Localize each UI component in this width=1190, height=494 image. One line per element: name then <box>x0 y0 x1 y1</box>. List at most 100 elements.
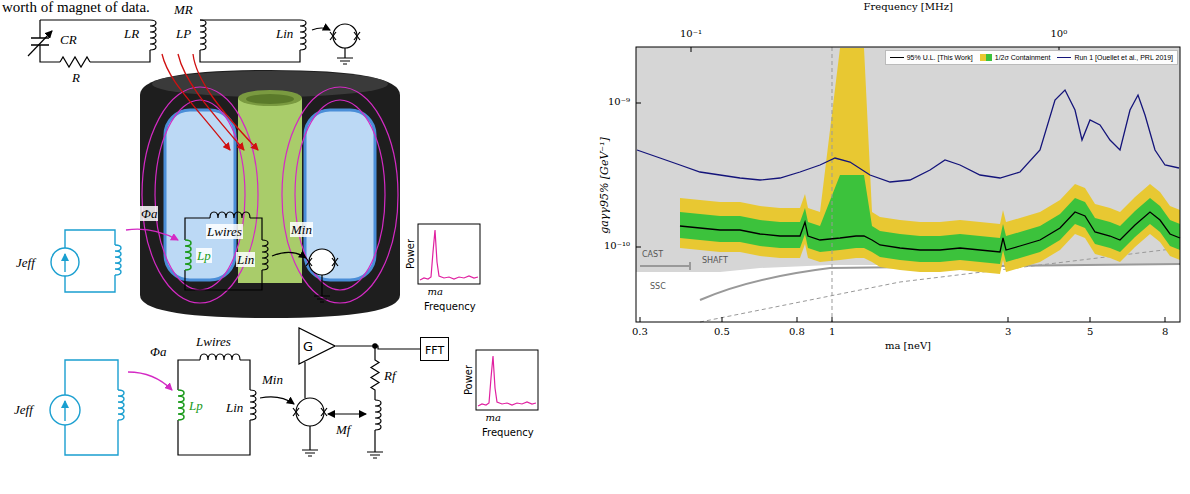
pickup-circuit-part <box>262 240 268 270</box>
magnetic-field-lines-part <box>295 100 385 290</box>
source-circuit <box>51 230 121 292</box>
exclusion-plot-part <box>636 47 1180 322</box>
mutual-inductance-label: Mf <box>336 422 350 437</box>
capacitor-label: CR <box>60 32 77 47</box>
resonator-circuit-part <box>300 20 306 50</box>
pickup-circuit-part <box>250 390 256 420</box>
pickup-circuit-part <box>178 360 250 455</box>
exclusion-plot-part <box>636 47 1165 322</box>
squid-readout-part <box>304 362 305 398</box>
legend-item: 95% U.L. [This Work] <box>890 53 973 62</box>
axis-label: Frequency <box>424 301 476 313</box>
mutual-inductance-label: MR <box>174 2 193 17</box>
box-label: FFT <box>425 344 444 357</box>
amplifier-outline <box>299 328 335 364</box>
resonator-circuit-part <box>312 28 330 30</box>
source-circuit <box>50 360 124 455</box>
exclusion-plot-part <box>680 48 1180 274</box>
squid-readout-part <box>328 413 366 414</box>
flux-lines-part <box>178 54 244 150</box>
squid-readout-part <box>371 346 379 400</box>
current-source-label: Jeff <box>16 255 35 270</box>
tick-label: 0.8 <box>789 326 805 338</box>
inductor-label: Lwires <box>196 334 231 349</box>
tick-label: 5 <box>1087 326 1093 338</box>
flux-label: Φa <box>140 206 158 221</box>
tick-label: 10⁰ <box>1051 28 1068 40</box>
amplifier-triangle: G <box>298 327 336 365</box>
flux-lines <box>162 54 258 150</box>
resonator-circuit-part <box>330 32 360 40</box>
flux-arrow <box>126 229 178 240</box>
toroid-housing-part <box>165 110 235 280</box>
pickup-coil-label: Lp <box>196 248 212 263</box>
pickup-circuit-part <box>185 240 191 270</box>
exclusion-plot <box>636 47 1180 322</box>
toroid-housing-part <box>238 90 302 106</box>
source-circuit-part <box>65 230 115 292</box>
source-circuit-part <box>65 360 118 455</box>
resonator-circuit-part <box>337 48 353 64</box>
caption-fragment: worth of magnet of data. <box>2 0 150 15</box>
source-circuit-part <box>115 245 121 275</box>
squid-readout-part <box>367 430 383 458</box>
axis-label: Power <box>463 365 475 395</box>
pickup-circuit <box>178 354 294 455</box>
tick-label: 0.3 <box>632 326 648 338</box>
resonator-circuit-part <box>333 24 357 48</box>
tick-label: 3 <box>1005 326 1011 338</box>
toroid-housing-part <box>305 110 375 280</box>
inductor-label: LR <box>124 26 139 41</box>
source-circuit-part <box>50 395 80 425</box>
inductor-label: Lin <box>236 252 255 267</box>
pickup-circuit-part <box>309 249 335 275</box>
axis-label: Power <box>405 239 417 269</box>
pickup-circuit <box>185 212 338 302</box>
pickup-circuit-part <box>260 397 294 404</box>
exclusion-plot-part <box>680 175 1180 264</box>
pickup-circuit-part <box>185 218 262 290</box>
limit-label: SSC <box>650 282 666 292</box>
resistor-label: Rf <box>384 368 396 383</box>
mutual-inductance-label: Min <box>290 222 313 237</box>
source-circuit-part <box>64 254 65 272</box>
plot-frame <box>476 350 538 410</box>
exclusion-plot-part <box>637 90 1179 182</box>
pickup-circuit-part <box>178 390 184 420</box>
fft-box: FFT <box>420 337 449 361</box>
squid-readout-part <box>375 400 381 430</box>
peak-label: ma <box>428 286 443 298</box>
inductor-label: Lin <box>276 26 293 41</box>
inductor-label: Lin <box>226 400 243 415</box>
signal-wire <box>336 346 420 349</box>
plot-frame <box>418 224 480 284</box>
tick-label: 10⁻⁹ <box>608 96 630 108</box>
spectrum-trace <box>420 230 478 280</box>
toroid-housing-part <box>140 70 400 318</box>
axis-title: ma [neV] <box>885 340 931 352</box>
resonator-circuit-part <box>150 20 156 50</box>
legend-swatch <box>980 54 992 61</box>
squid-readout <box>293 344 383 458</box>
tick-label: 0.5 <box>714 326 730 338</box>
legend-line <box>1057 57 1071 58</box>
inductor-label: LP <box>176 26 191 41</box>
tick-label: 8 <box>1162 326 1168 338</box>
axis-title: gaγγ95% [GeV⁻¹] <box>597 137 610 234</box>
legend-swatch-half <box>986 54 992 61</box>
pickup-circuit-part <box>306 258 338 266</box>
resonator-circuit-part <box>60 57 90 67</box>
current-source-label: Jeff <box>14 402 33 417</box>
axis-label: Frequency <box>482 427 534 439</box>
legend-text: 95% U.L. [This Work] <box>907 53 973 62</box>
axis-title: Frequency [MHz] <box>864 1 953 13</box>
source-circuit-part <box>64 401 65 421</box>
resonator-circuit-part <box>200 20 300 62</box>
spectrum-inset: PowermaFrequency <box>462 348 540 446</box>
source-circuit-part <box>51 248 79 276</box>
squid-readout-part <box>302 426 318 456</box>
limit-label: SHAFT <box>702 256 728 266</box>
spectrum-trace <box>478 356 536 406</box>
